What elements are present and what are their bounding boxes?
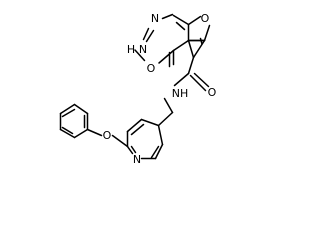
bond [163, 97, 174, 114]
ether-oxygen-label: O [103, 129, 112, 142]
bond [130, 145, 137, 154]
ketone-oxygen-label: O [147, 62, 156, 75]
bond [187, 39, 195, 59]
amide-oxygen-label: O [208, 86, 217, 99]
nitrogen-hydrogen-label: H [127, 43, 135, 56]
molecule-structure: N O N H O O NH N O [59, 12, 217, 166]
bond [173, 72, 190, 87]
bond [203, 24, 211, 42]
bond [150, 145, 160, 159]
bond [61, 126, 74, 135]
bond [193, 72, 210, 88]
bond [192, 39, 206, 59]
bond [157, 124, 164, 146]
bond [126, 118, 143, 133]
bond [145, 29, 155, 43]
bond [187, 15, 202, 26]
nitrogen-ring-label: N [139, 43, 147, 56]
bond [140, 118, 160, 127]
bond [130, 123, 145, 136]
bond [172, 39, 190, 52]
structure-canvas: N O N H O O NH N O [59, 12, 217, 166]
bond [172, 14, 190, 26]
pyridine-nitrogen-label: N [133, 153, 141, 166]
bond [142, 27, 150, 41]
bond [126, 145, 134, 155]
bond [175, 21, 186, 31]
bond [73, 103, 89, 115]
bond [59, 128, 76, 139]
bond [154, 143, 164, 160]
bond [187, 56, 195, 75]
bond [189, 74, 207, 92]
bond [134, 49, 146, 62]
bond [86, 128, 103, 137]
bond [157, 111, 174, 127]
bond [61, 108, 76, 118]
bond [73, 128, 89, 139]
oxygen-ring-label: O [201, 12, 210, 25]
bond [161, 13, 174, 20]
bond [111, 134, 129, 148]
amide-nh-label: NH [172, 87, 189, 100]
nitrogen-label: N [151, 12, 159, 25]
bond [59, 103, 76, 115]
bond [158, 49, 175, 64]
